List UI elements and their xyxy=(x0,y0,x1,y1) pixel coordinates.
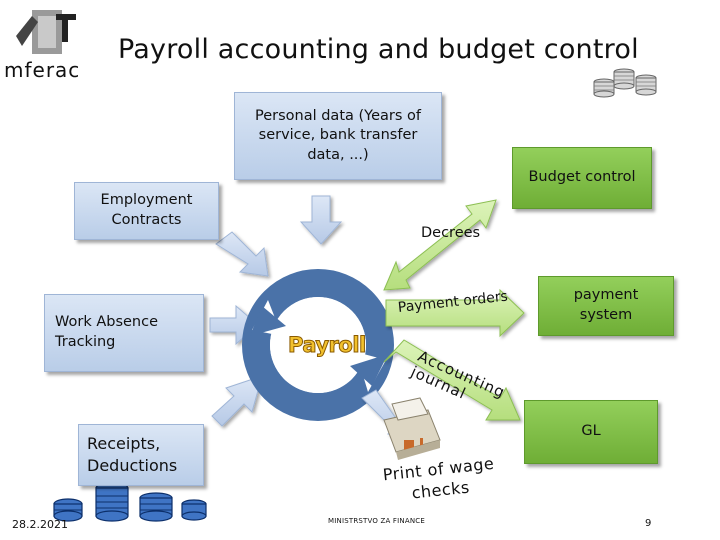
receipts-label: Receipts, Deductions xyxy=(87,434,178,475)
arrow-personal-to-payroll xyxy=(299,195,343,245)
personal-data-label: Personal data (Years of service, bank tr… xyxy=(254,107,421,163)
page-number: 9 xyxy=(645,518,652,529)
work-absence-box: Work Absence Tracking xyxy=(44,294,204,372)
payroll-cycle-icon xyxy=(242,269,394,421)
payroll-label: Payroll xyxy=(288,333,367,358)
coin-stack-icon xyxy=(593,68,657,98)
employment-contracts-box: Employment Contracts xyxy=(74,182,219,240)
personal-data-box: Personal data (Years of service, bank tr… xyxy=(234,92,442,180)
employment-contracts-label: Employment Contracts xyxy=(100,192,193,228)
arrow-accounting-journal xyxy=(383,339,521,421)
logo-icon xyxy=(16,10,76,54)
page-title: Payroll accounting and budget control xyxy=(118,34,639,65)
logo-text: mferac xyxy=(4,58,81,82)
decrees-label: Decrees xyxy=(421,225,481,241)
coin-stack-icon xyxy=(53,482,207,522)
work-absence-label: Work Absence Tracking xyxy=(55,314,159,350)
footer-organization: MINISTRSTVO ZA FINANCE xyxy=(328,517,425,525)
arrow-decrees xyxy=(383,199,497,291)
arrow-receipts-to-payroll xyxy=(211,375,263,427)
gl-box: GL xyxy=(524,400,658,464)
payment-system-label: payment system xyxy=(573,287,639,323)
budget-control-label: Budget control xyxy=(528,169,636,186)
printer-icon xyxy=(383,397,441,460)
logo xyxy=(6,6,86,76)
budget-control-box: Budget control xyxy=(512,147,652,209)
gl-label: GL xyxy=(581,423,601,440)
arrow-contracts-to-payroll xyxy=(215,231,269,277)
payment-system-box: payment system xyxy=(538,276,674,336)
footer-date: 28.2.2021 xyxy=(12,518,68,531)
receipts-box: Receipts, Deductions xyxy=(78,424,204,486)
arrow-payment-orders xyxy=(385,288,525,338)
